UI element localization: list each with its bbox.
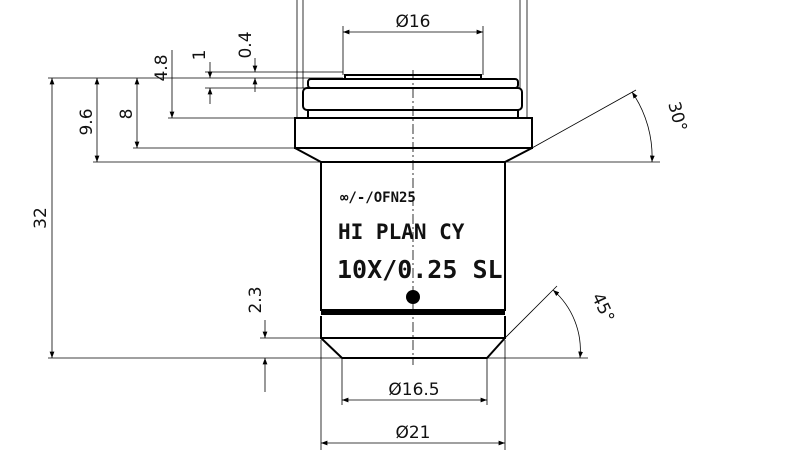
- dim-8: 8: [117, 78, 140, 148]
- dim-label: Ø21: [395, 423, 430, 443]
- dim-label: 8: [117, 109, 137, 120]
- dim-angle-45: 45°: [487, 285, 618, 359]
- dim-9-6: 9.6: [77, 78, 100, 162]
- dim-label: 4.8: [152, 54, 172, 81]
- dim-1: 1: [190, 50, 213, 104]
- engraving-line2: HI PLAN CY: [338, 220, 465, 244]
- dim-dia-body: Ø21: [320, 340, 506, 450]
- dim-4-8: 4.8: [152, 50, 175, 118]
- dim-label: 1: [190, 50, 210, 61]
- objective-body: [294, 70, 533, 365]
- dim-2-3: 2.3: [246, 286, 268, 392]
- dim-dia-top: Ø16: [342, 12, 484, 75]
- dim-label: 9.6: [77, 108, 97, 135]
- engraving-line3: 10X/0.25 SL: [337, 255, 503, 284]
- dim-label: 30°: [663, 100, 690, 134]
- dim-label: 2.3: [246, 286, 266, 313]
- dim-dia-bottom: Ø16.5: [341, 358, 488, 405]
- alignment-dot-icon: [406, 290, 420, 304]
- dim-0-4: 0.4: [236, 31, 258, 92]
- dim-label: 32: [31, 207, 51, 229]
- dim-label: 0.4: [236, 31, 256, 58]
- dim-label: 45°: [587, 290, 618, 326]
- housing-outline: [296, 0, 528, 118]
- dim-total-length: 32: [31, 78, 55, 358]
- dim-label: Ø16: [395, 12, 430, 32]
- dim-label: Ø16.5: [388, 380, 439, 400]
- engraving-line1: ∞/-/OFN25: [340, 190, 416, 206]
